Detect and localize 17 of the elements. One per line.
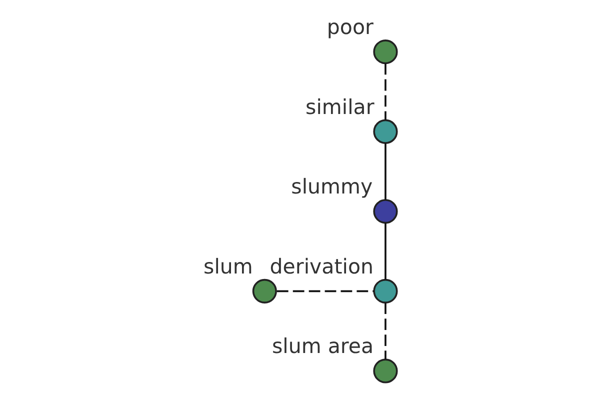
connector [384, 302, 386, 360]
node-circle [373, 278, 398, 304]
node-circle [373, 40, 398, 64]
node-circle [252, 278, 277, 304]
node-circle [373, 119, 398, 144]
node-label: slummy [291, 174, 373, 199]
node-label: slum area [272, 334, 374, 358]
connector [276, 290, 374, 292]
connector [384, 63, 386, 120]
node-label: poor [326, 15, 374, 40]
connector [384, 143, 386, 200]
node-label: slum [204, 254, 253, 278]
node-circle [373, 358, 398, 384]
node-circle [373, 199, 398, 224]
connector [384, 222, 386, 280]
node-label: similar [306, 94, 374, 119]
node-label: derivation [270, 254, 374, 278]
